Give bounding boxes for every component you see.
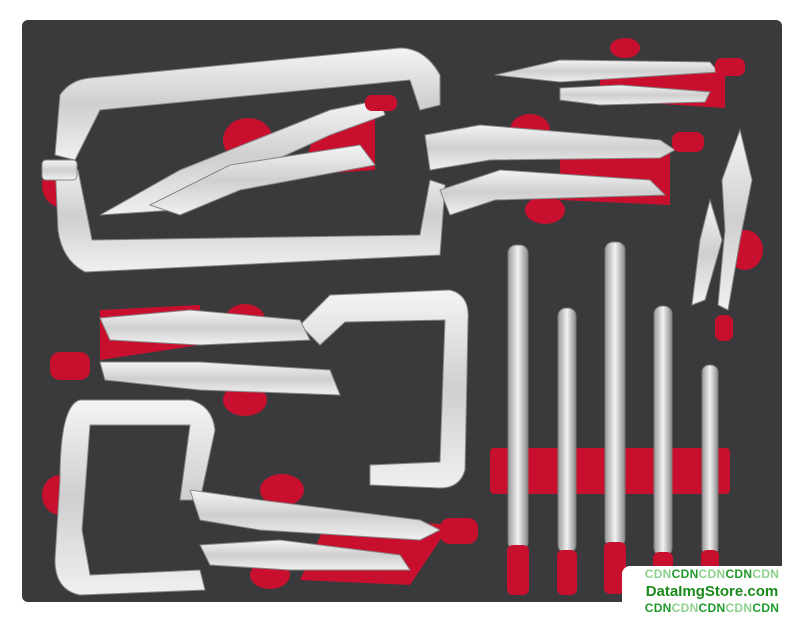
watermark: CDNCDNCDNCDNCDN DataImgStore.com CDNCDNC… xyxy=(622,566,802,640)
mini-long-nose-pliers-right xyxy=(691,128,753,341)
watermark-line-1: CDNCDNCDNCDNCDN xyxy=(644,567,780,581)
small-long-nose-pliers-top-right xyxy=(494,58,745,106)
long-nose-pliers-top-left xyxy=(99,95,397,216)
c-clamp-large-top xyxy=(41,47,446,273)
c-clamp-bottom xyxy=(54,399,478,596)
locking-pliers-center xyxy=(424,124,704,216)
upright-locking-pliers xyxy=(507,241,719,595)
watermark-site: DataImgStore.com xyxy=(645,583,779,600)
watermark-line-3: CDNCDNCDNCDNCDN xyxy=(644,601,780,615)
c-clamp-middle xyxy=(50,289,469,489)
